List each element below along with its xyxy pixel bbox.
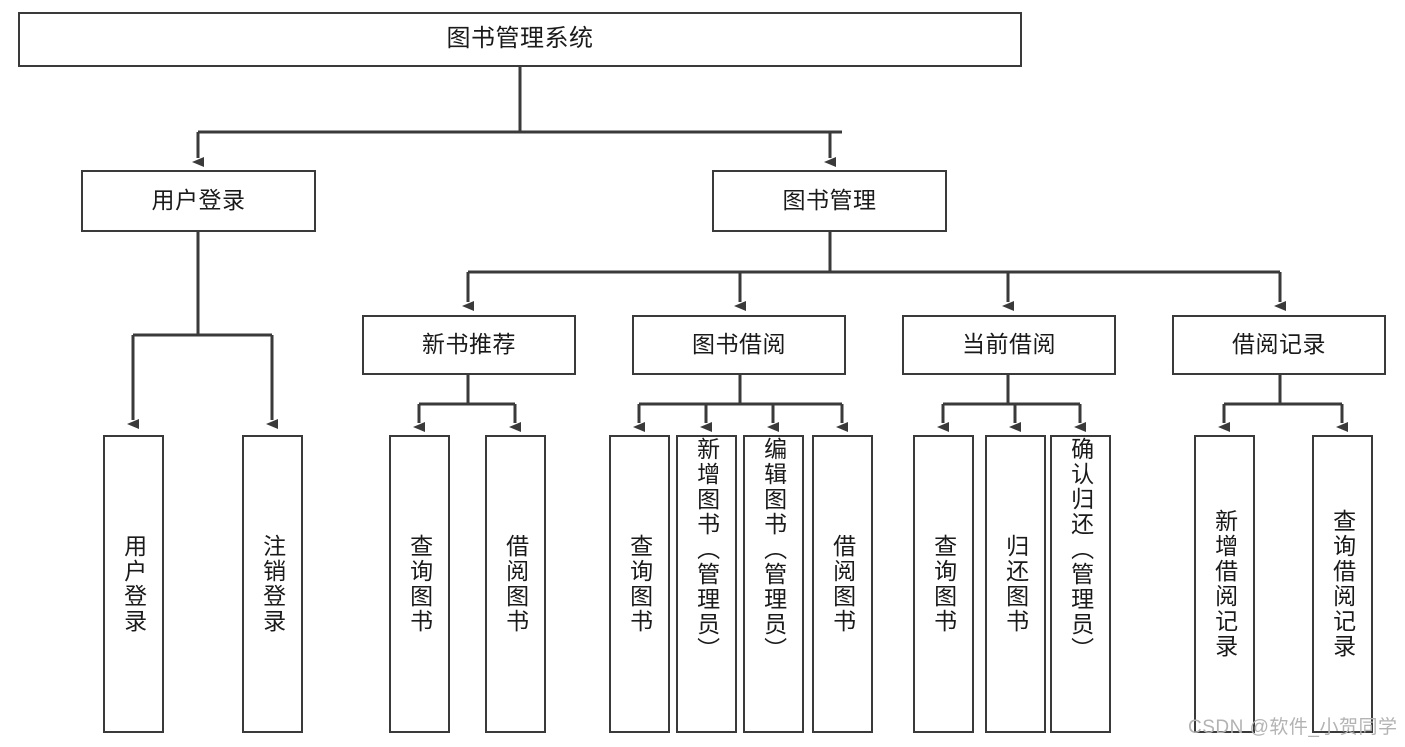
node-label: 查询借阅记录 bbox=[1329, 509, 1356, 659]
leaf-borrow-book-recommend[interactable]: 借阅图书 bbox=[485, 435, 546, 733]
node-label: 当前借阅 bbox=[962, 331, 1056, 358]
node-label: 新增借阅记录 bbox=[1211, 509, 1238, 659]
csdn-watermark: CSDN @软件_小贺同学 bbox=[1188, 717, 1398, 738]
node-label: 查询图书 bbox=[930, 534, 957, 634]
node-user-login[interactable]: 用户登录 bbox=[81, 170, 316, 232]
node-label: 查询图书 bbox=[626, 534, 653, 634]
node-label: 借阅图书 bbox=[502, 534, 529, 634]
node-label: 图书借阅 bbox=[692, 331, 786, 358]
node-label: 新书推荐 bbox=[422, 331, 516, 358]
node-label: 用户登录 bbox=[120, 534, 147, 634]
leaf-return-book[interactable]: 归还图书 bbox=[985, 435, 1046, 733]
node-root-system[interactable]: 图书管理系统 bbox=[18, 12, 1022, 67]
node-label: 用户登录 bbox=[151, 187, 246, 214]
node-book-management[interactable]: 图书管理 bbox=[712, 170, 947, 232]
leaf-query-book-recommend[interactable]: 查询图书 bbox=[389, 435, 450, 733]
leaf-add-borrow-record[interactable]: 新增借阅记录 bbox=[1194, 435, 1255, 733]
node-label: 图书管理系统 bbox=[446, 25, 594, 53]
node-label: 借阅记录 bbox=[1232, 331, 1326, 358]
node-label: 编辑图书（管理员） bbox=[760, 437, 787, 662]
leaf-user-login[interactable]: 用户登录 bbox=[103, 435, 164, 733]
node-book-borrow[interactable]: 图书借阅 bbox=[632, 315, 846, 375]
leaf-query-book-current[interactable]: 查询图书 bbox=[913, 435, 974, 733]
node-label: 归还图书 bbox=[1002, 534, 1029, 634]
node-label: 查询图书 bbox=[406, 534, 433, 634]
leaf-user-logout[interactable]: 注销登录 bbox=[242, 435, 303, 733]
node-label: 确认归还（管理员） bbox=[1067, 437, 1094, 662]
leaf-add-book-admin[interactable]: 新增图书（管理员） bbox=[676, 435, 737, 733]
leaf-confirm-return-admin[interactable]: 确认归还（管理员） bbox=[1050, 435, 1111, 733]
node-current-borrow[interactable]: 当前借阅 bbox=[902, 315, 1116, 375]
leaf-edit-book-admin[interactable]: 编辑图书（管理员） bbox=[743, 435, 804, 733]
node-label: 借阅图书 bbox=[829, 534, 856, 634]
node-label: 新增图书（管理员） bbox=[693, 437, 720, 662]
node-borrow-record[interactable]: 借阅记录 bbox=[1172, 315, 1386, 375]
node-new-book-recommend[interactable]: 新书推荐 bbox=[362, 315, 576, 375]
leaf-borrow-book[interactable]: 借阅图书 bbox=[812, 435, 873, 733]
leaf-query-book-borrow[interactable]: 查询图书 bbox=[609, 435, 670, 733]
node-label: 图书管理 bbox=[782, 187, 877, 214]
leaf-query-borrow-record[interactable]: 查询借阅记录 bbox=[1312, 435, 1373, 733]
node-label: 注销登录 bbox=[259, 534, 286, 634]
